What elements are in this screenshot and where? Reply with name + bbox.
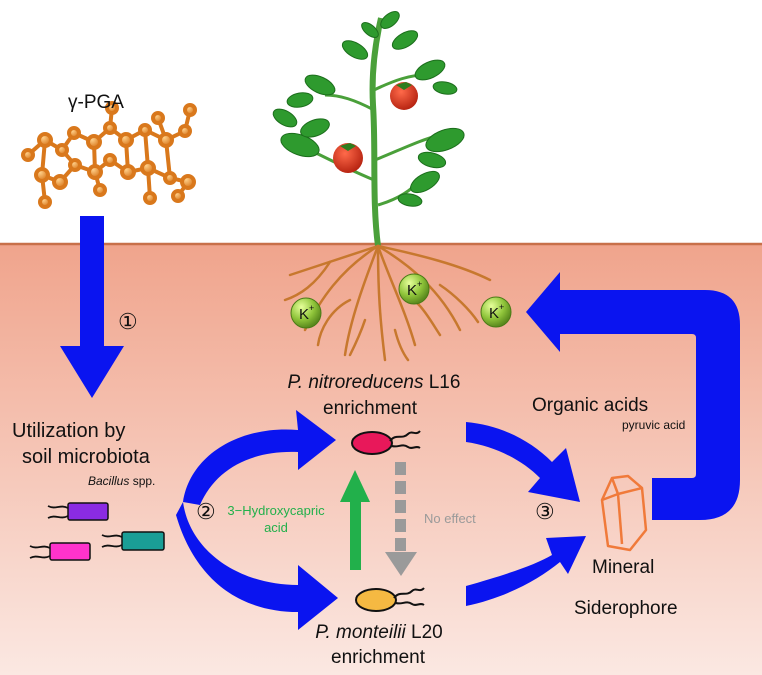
bacillus-cell-purple — [47, 502, 109, 521]
organic-acids-label: Organic acids — [532, 395, 649, 416]
l20-species: P. monteilii — [315, 622, 406, 643]
l16-status: enrichment — [323, 398, 417, 419]
bacillus-cell-magenta — [29, 542, 91, 561]
mineral-label: Mineral — [592, 557, 655, 578]
k-symbol: K — [489, 305, 499, 322]
arrow-return-to-plant — [526, 272, 740, 520]
l16-bacterium-icon — [351, 430, 421, 455]
microbiota-label-line1: Utilization by — [12, 420, 126, 442]
signal-arrow — [340, 470, 370, 570]
k-charge: + — [309, 303, 314, 313]
potassium-ion-3: K + — [480, 296, 512, 328]
l20-strain: L20 — [411, 622, 443, 643]
step-2-label: ② — [196, 500, 216, 525]
l16-strain: L16 — [428, 372, 461, 393]
arrow-step2-top — [183, 410, 336, 505]
microbiota-label-line2: soil microbiota — [22, 446, 150, 468]
pga-label: γ-PGA — [68, 92, 124, 113]
arrow-l20-to-mineral — [466, 536, 586, 606]
bacillus-cell-teal — [101, 531, 165, 551]
l16-species: P. nitroreducens — [287, 372, 424, 393]
k-symbol: K — [407, 282, 417, 299]
l20-status: enrichment — [331, 647, 425, 668]
bacillus-label: Bacillus spp. — [88, 474, 155, 488]
tomato-plant-icon — [272, 11, 465, 247]
k-symbol: K — [299, 306, 309, 323]
mineral-crystal-icon — [600, 474, 648, 552]
l20-bacterium-icon — [355, 587, 425, 612]
signal-label-line1: 3−Hydroxycapric — [227, 503, 325, 518]
l16-title: P. nitroreducens L16 — [283, 372, 465, 394]
pyruvic-acid-label: pyruvic acid — [622, 418, 686, 432]
potassium-ion-2: K + — [398, 273, 430, 305]
arrow-l16-to-mineral — [466, 422, 580, 502]
bacillus-spp: spp. — [132, 474, 156, 488]
no-effect-arrow — [385, 462, 417, 576]
siderophore-label: Siderophore — [574, 598, 678, 619]
k-charge: + — [499, 302, 504, 312]
step-1-label: ① — [118, 310, 138, 335]
potassium-ion-1: K + — [290, 297, 322, 329]
signal-label-line2: acid — [264, 520, 288, 535]
arrow-step1 — [60, 216, 124, 398]
step-3-label: ③ — [535, 500, 555, 525]
bacillus-genus: Bacillus — [88, 474, 130, 488]
l20-title: P. monteilii L20 — [304, 622, 454, 644]
arrow-step2-bottom — [176, 502, 338, 630]
pga-molecule-icon — [21, 101, 197, 209]
no-effect-label: No effect — [424, 511, 476, 526]
k-charge: + — [417, 279, 422, 289]
